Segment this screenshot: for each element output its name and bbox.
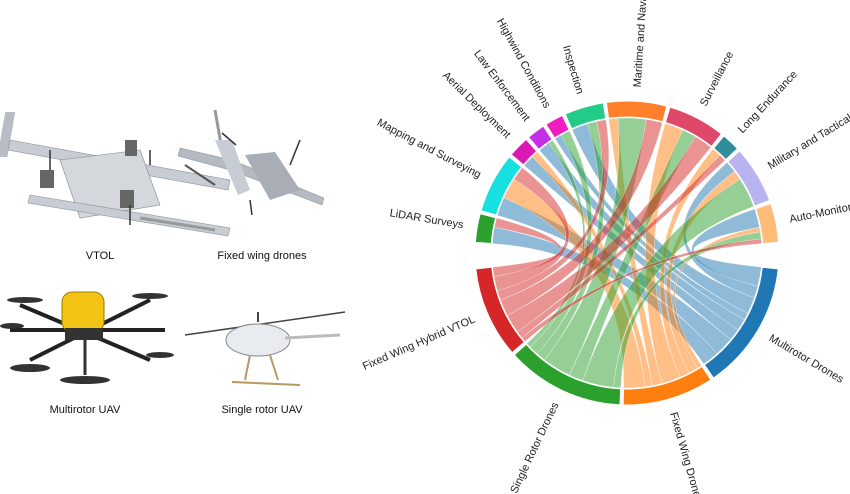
label-long-endurance: Long Endurance <box>736 69 800 136</box>
ribbon-fixed-wing-drones-to-auto-monitoring <box>672 226 761 369</box>
ribbon-fixed-wing-hybrid-vtol-to-maritime-and-naval <box>500 119 663 316</box>
multirotor-drone-image <box>0 291 174 384</box>
arc-highwind-conditions <box>545 114 570 139</box>
label-multirotor-drones: Multirotor Drones <box>767 332 846 386</box>
arc-long-endurance <box>712 135 739 161</box>
arc-lidar-surveys <box>474 213 497 245</box>
label-fixed-wing-drones: Fixed Wing Drones <box>667 411 704 494</box>
label-single-rotor-drones: Single Rotor Drones <box>508 400 561 494</box>
single-rotor-drone-image <box>184 311 346 386</box>
arc-maritime-and-naval <box>605 100 668 123</box>
arc-single-rotor-drones <box>513 343 622 406</box>
ribbon-multirotor-drones-to-inspection <box>571 123 755 314</box>
arc-fixed-wing-drones <box>622 365 712 406</box>
arc-surveillance <box>664 106 723 148</box>
arc-inspection <box>564 102 607 130</box>
arc-multirotor-drones <box>703 266 779 379</box>
ribbon-single-rotor-drones-to-military-and-tactical <box>582 178 755 388</box>
arc-aerial-deployment <box>510 138 538 166</box>
ribbon-fixed-wing-drones-to-long-endurance <box>659 148 721 378</box>
caption-vtol: VTOL <box>86 250 115 262</box>
fixed-wing-drone-image <box>177 132 325 216</box>
ribbon-single-rotor-drones-to-maritime-and-naval <box>544 117 647 376</box>
ribbon-single-rotor-drones-to-auto-monitoring <box>613 231 762 389</box>
arc-law-enforcement <box>527 125 553 151</box>
ribbon-multirotor-drones-to-lidar-surveys <box>492 226 718 365</box>
ribbon-fixed-wing-hybrid-vtol-to-surveillance <box>507 136 712 333</box>
caption-fixed-wing: Fixed wing drones <box>217 250 307 262</box>
arc-auto-monitoring <box>754 202 780 245</box>
label-inspection: Inspection <box>560 44 586 95</box>
ribbon-fixed-wing-drones-to-military-and-tactical <box>666 171 741 374</box>
arc-fixed-wing-hybrid-vtol <box>475 266 525 354</box>
label-mapping-and-surveying: Mapping and Surveying <box>375 117 483 181</box>
arc-military-and-tactical <box>727 150 771 207</box>
arc-mapping-and-surveying <box>480 156 523 216</box>
ribbon-single-rotor-drones-to-highwind-conditions <box>529 130 593 355</box>
caption-single-rotor: Single rotor UAV <box>221 404 303 416</box>
label-auto-monitoring: Auto-Monitoring <box>788 198 850 225</box>
label-surveillance: Surveillance <box>698 50 736 109</box>
label-maritime-and-naval: Maritime and Naval <box>632 0 650 88</box>
ribbons <box>492 117 762 389</box>
caption-multirotor: Multirotor UAV <box>50 404 121 416</box>
ribbon-fixed-wing-hybrid-vtol-to-mapping-and-surveying <box>493 167 570 292</box>
ribbon-fixed-wing-hybrid-vtol-to-auto-monitoring <box>521 238 762 342</box>
label-fixed-wing-hybrid-vtol: Fixed Wing Hybrid VTOL <box>361 314 477 373</box>
vtol-drone-image <box>0 109 231 237</box>
label-lidar-surveys: LiDAR Surveys <box>389 207 465 231</box>
ribbon-fixed-wing-hybrid-vtol-to-long-endurance <box>517 154 726 339</box>
ribbon-fixed-wing-hybrid-vtol-to-inspection <box>497 119 610 301</box>
label-military-and-tactical: Military and Tactical <box>766 112 850 172</box>
